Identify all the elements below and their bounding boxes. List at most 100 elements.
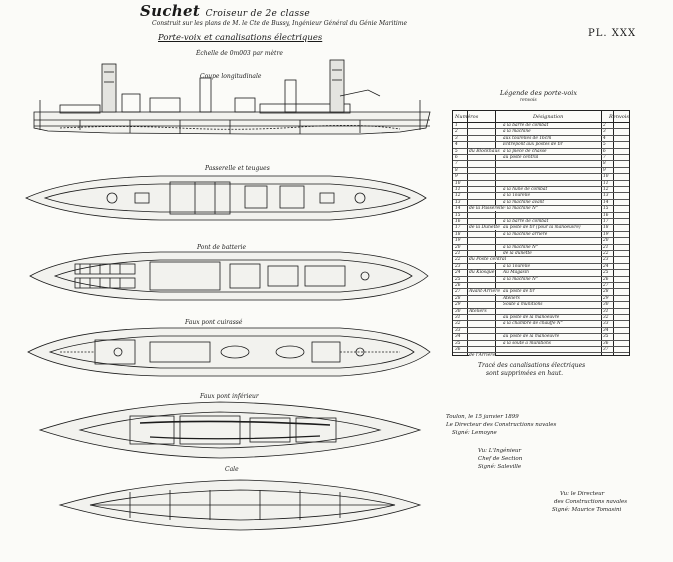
signature-3: Signé: Maurice Tomasini xyxy=(552,507,622,513)
legend-cell-r: 29 xyxy=(603,295,609,301)
legend-group-label: du Blockhaus xyxy=(469,148,500,154)
legend-group-label: de la Dunette xyxy=(469,225,500,231)
legend-cell-n: 24 xyxy=(455,270,461,276)
legend-row: 3 aux tourelles de 16cm 4 xyxy=(453,135,629,143)
legend-cell-d: à la machine xyxy=(503,129,531,135)
legend-cell-n: 31 xyxy=(455,315,461,320)
legend-cell-r: 8 xyxy=(603,161,606,167)
legend-cell-n: 17 xyxy=(455,225,461,231)
legend-cell-r: 35 xyxy=(603,334,609,340)
note-electric-2: sont supprimées en haut. xyxy=(486,370,564,377)
legend-cell-n: 27 xyxy=(455,289,461,295)
legend-group-label: du Kiosque xyxy=(469,270,495,276)
legend-cell-n: 5 xyxy=(455,148,458,154)
legend-cell-r: 33 xyxy=(603,321,609,327)
legend-cell-d: au poste central xyxy=(503,155,539,160)
legend-cell-d: à la hune de combat xyxy=(503,187,548,192)
note-dated-1: Toulon, le 15 janvier 1899 xyxy=(446,414,519,420)
legend-group-label: de la Passerelle xyxy=(469,206,505,212)
legend-cell-n: 33 xyxy=(455,327,461,333)
note-seen-3: Signé: Saleville xyxy=(478,464,522,470)
legend-cell-n: 34 xyxy=(455,334,461,340)
plan-faux-pont xyxy=(38,401,422,459)
legend-cell-n: 15 xyxy=(455,212,461,218)
plate-number: PL. XXX xyxy=(588,28,637,39)
legend-cell-d: aux tourelles de 16cm xyxy=(503,135,552,141)
legend-cell-n: 10 xyxy=(455,180,461,186)
legend-cell-d: à la machine arrière xyxy=(503,231,548,237)
legend-cell-d: à la machine avant xyxy=(503,199,545,205)
label-cale: Cale xyxy=(225,466,239,473)
legend-row: 36 37 xyxy=(453,347,629,354)
legend-cell-d: à la machine N° xyxy=(503,206,538,212)
legend-cell-n: 3 xyxy=(455,135,458,141)
label-faux-pont: Faux pont inférieur xyxy=(200,393,259,400)
legend-cell-r: 26 xyxy=(603,276,609,282)
legend-cell-r: 30 xyxy=(603,302,609,308)
legend-cell-n: 28 xyxy=(455,295,461,301)
longitudinal-section xyxy=(33,59,431,135)
legend-cell-d: à la machine N° xyxy=(503,244,538,250)
legend-cell-n: 21 xyxy=(455,251,461,256)
legend-cell-n: 9 xyxy=(455,174,458,180)
title-credit: Construit sur les plans de M. le Cte de … xyxy=(152,20,408,27)
legend-cell-r: 7 xyxy=(603,155,606,160)
note-seen-2: Chef de Section xyxy=(478,456,523,462)
legend-cell-r: 37 xyxy=(603,347,609,352)
drawing-subject: Porte-voix et canalisations électriques xyxy=(158,33,323,43)
legend-cell-n: 19 xyxy=(455,238,461,244)
legend-cell-n: 35 xyxy=(455,340,461,346)
legend-cell-r: 25 xyxy=(603,270,609,276)
legend-cell-d: à la barre de combat xyxy=(503,219,549,224)
legend-row: 5 à la pièce de chasse 6 xyxy=(453,149,629,155)
legend-cell-d: à la pièce de chasse xyxy=(503,148,547,154)
legend-cell-r: 11 xyxy=(603,180,609,186)
legend-cell-n: 36 xyxy=(455,347,461,352)
label-passerelle: Passerelle et teugues xyxy=(205,165,270,172)
label-pont-cuirasse: Faux pont cuirassé xyxy=(185,319,243,326)
legend-cell-n: 32 xyxy=(455,321,461,327)
legend-cell-r: 14 xyxy=(603,199,609,205)
legend-cell-n: 20 xyxy=(455,244,461,250)
legend-cell-n: 1 xyxy=(455,123,458,128)
legend-cell-r: 3 xyxy=(603,129,606,135)
legend-cell-d: Entrepont aux postes de tir xyxy=(503,142,563,148)
label-longitudinal: Coupe longitudinale xyxy=(200,73,262,80)
legend-cell-d: Au Magasin xyxy=(503,270,529,276)
note-seen-1: Vu: L'Ingénieur xyxy=(478,448,522,454)
legend-cell-r: 6 xyxy=(603,148,606,154)
legend-cell-n: 12 xyxy=(455,193,461,199)
legend-cell-n: 4 xyxy=(455,142,458,148)
legend-cell-n: 7 xyxy=(455,161,458,167)
legend-cell-r: 28 xyxy=(603,289,609,295)
legend-group-label: Avant-Arrière xyxy=(469,289,500,295)
legend-col-ref: Renvois xyxy=(609,114,629,120)
legend-cell-n: 14 xyxy=(455,206,461,212)
legend-group-label: de l'Arrière xyxy=(469,353,496,359)
legend-subtitle: renvois xyxy=(520,98,537,103)
legend-cell-d: Soute à munitions xyxy=(503,302,543,308)
legend-cell-d: de la dunette xyxy=(503,251,532,256)
legend-cell-r: 16 xyxy=(603,212,609,218)
note-electric-1: Tracé des canalisations électriques xyxy=(478,362,586,369)
legend-cell-r: 4 xyxy=(603,135,606,141)
legend-cell-r: 17 xyxy=(603,219,609,224)
